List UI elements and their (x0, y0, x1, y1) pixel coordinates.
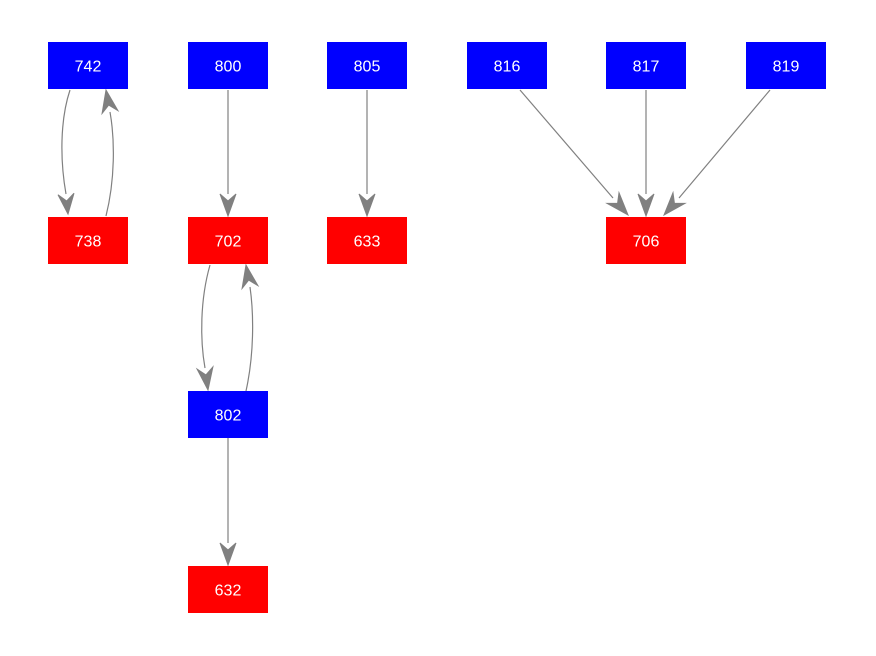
arrowhead-icon (605, 190, 629, 217)
edge-702-to-802 (195, 264, 214, 392)
node-label: 817 (633, 59, 660, 76)
edge-line (519, 89, 614, 199)
edge-line (245, 286, 254, 392)
nodes-layer: 742 800 805 816 817 819 738 702 633 706 802 632 (48, 42, 826, 613)
node-label: 800 (215, 59, 242, 76)
edge-817-to-706 (637, 90, 655, 218)
arrowhead-icon (57, 192, 75, 216)
node-800[interactable]: 800 (188, 42, 268, 89)
node-819[interactable]: 819 (746, 42, 826, 89)
node-label: 805 (354, 59, 381, 76)
arrowhead-icon (637, 193, 655, 218)
node-box[interactable] (606, 217, 686, 264)
node-633[interactable]: 633 (327, 217, 407, 264)
edge-800-to-702 (219, 90, 237, 218)
node-label: 702 (215, 234, 242, 251)
edge-802-to-702 (241, 263, 260, 392)
node-box[interactable] (188, 391, 268, 438)
arrowhead-icon (241, 263, 260, 291)
node-817[interactable]: 817 (606, 42, 686, 89)
edge-line (678, 89, 771, 199)
arrowhead-icon (219, 542, 237, 567)
edge-819-to-706 (663, 89, 771, 217)
arrowhead-icon (101, 88, 120, 116)
edge-816-to-706 (519, 89, 629, 217)
node-box[interactable] (188, 217, 268, 264)
node-box[interactable] (467, 42, 547, 89)
node-label: 706 (633, 234, 660, 251)
arrowhead-icon (195, 365, 214, 392)
node-box[interactable] (48, 217, 128, 264)
node-label: 802 (215, 408, 242, 425)
edge-line (105, 111, 114, 217)
node-box[interactable] (606, 42, 686, 89)
node-label: 632 (215, 583, 242, 600)
arrowhead-icon (358, 193, 376, 218)
node-805[interactable]: 805 (327, 42, 407, 89)
edge-line (61, 89, 71, 195)
node-706[interactable]: 706 (606, 217, 686, 264)
node-box[interactable] (327, 42, 407, 89)
arrowhead-icon (663, 190, 687, 217)
node-label: 738 (75, 234, 102, 251)
node-702[interactable]: 702 (188, 217, 268, 264)
node-box[interactable] (48, 42, 128, 89)
edge-line (201, 264, 211, 369)
node-box[interactable] (327, 217, 407, 264)
edge-805-to-633 (358, 90, 376, 218)
node-label: 742 (75, 59, 102, 76)
node-box[interactable] (188, 42, 268, 89)
node-label: 819 (773, 59, 800, 76)
edges-layer (57, 88, 771, 567)
node-738[interactable]: 738 (48, 217, 128, 264)
node-label: 816 (494, 59, 521, 76)
node-742[interactable]: 742 (48, 42, 128, 89)
node-box[interactable] (746, 42, 826, 89)
node-box[interactable] (188, 566, 268, 613)
edge-738-to-742 (101, 88, 120, 217)
edge-802-to-632 (219, 438, 237, 567)
node-816[interactable]: 816 (467, 42, 547, 89)
node-632[interactable]: 632 (188, 566, 268, 613)
edge-742-to-738 (57, 89, 75, 216)
node-802[interactable]: 802 (188, 391, 268, 438)
arrowhead-icon (219, 193, 237, 218)
node-label: 633 (354, 234, 381, 251)
